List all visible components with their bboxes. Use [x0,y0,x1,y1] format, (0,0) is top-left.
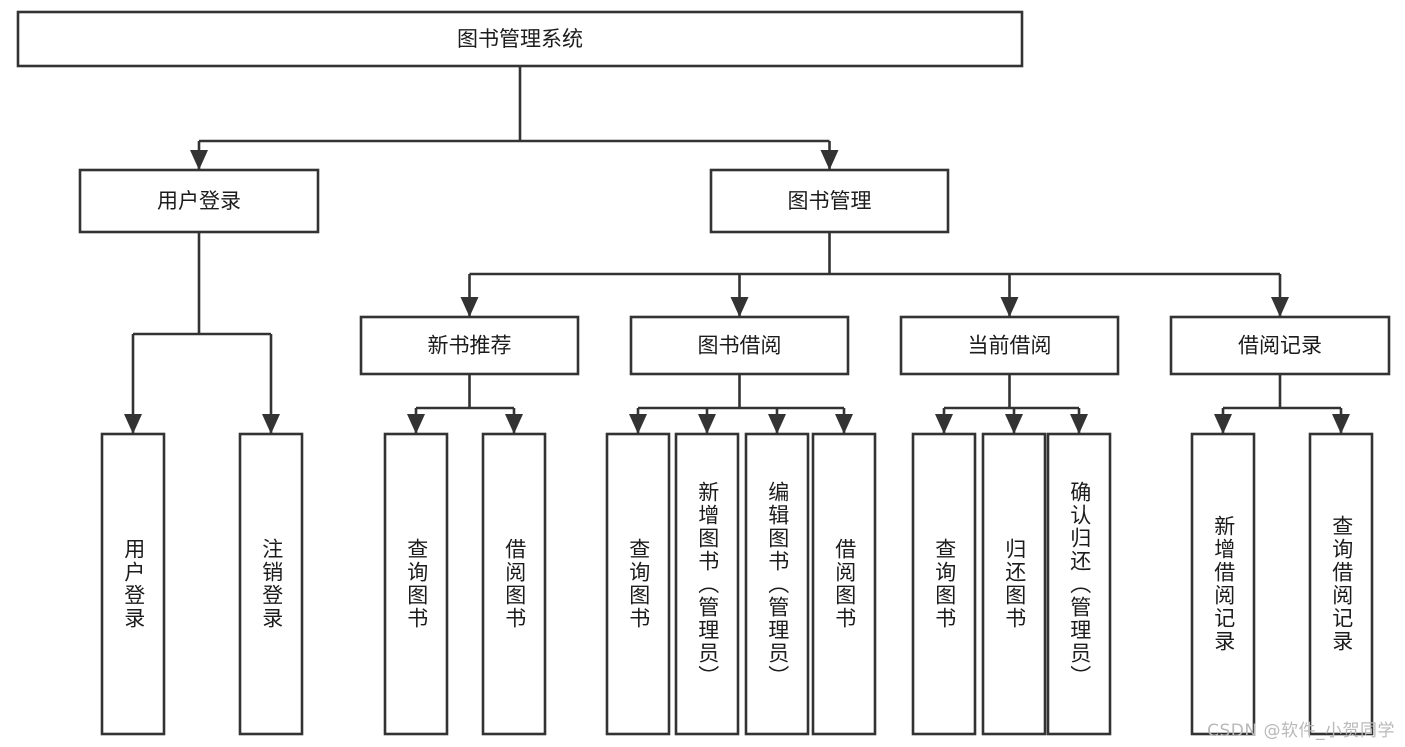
arrow-head-icon [190,150,208,170]
node-label-root: 图书管理系统 [457,27,583,51]
node-box-level2-1 [709,168,950,234]
node-box-leaf-6 [744,432,810,736]
arrow-head-icon [698,414,716,434]
node-label-level3-3: 借阅记录 [1238,334,1322,358]
arrow-head-icon [768,414,786,434]
node-box-layer [16,10,1391,736]
arrow-head-icon [1000,297,1019,317]
node-box-leaf-2 [383,432,449,736]
arrow-head-icon [730,297,749,317]
node-label-level3-1: 图书借阅 [698,334,782,358]
node-box-leaf-5 [674,432,740,736]
arrow-head-icon [1005,414,1023,434]
arrow-head-icon [629,414,647,434]
arrow-head-icon [407,414,425,434]
node-box-leaf-7 [811,432,877,736]
arrow-head-icon [835,414,853,434]
arrow-head-icon [935,414,953,434]
node-box-leaf-11 [1190,432,1256,736]
arrow-head-icon [1271,297,1289,317]
node-box-level3-1 [629,315,850,376]
node-box-level3-2 [899,315,1120,376]
node-box-leaf-10 [1046,432,1112,736]
node-box-leaf-3 [481,432,547,736]
node-label-level2-0: 用户登录 [157,189,241,213]
node-box-leaf-4 [605,432,671,736]
arrow-head-icon [820,150,839,170]
node-box-leaf-0 [100,432,166,736]
connector-layer [124,66,1350,434]
node-box-leaf-1 [238,432,304,736]
node-box-level2-0 [78,168,320,234]
node-box-leaf-12 [1308,432,1374,736]
node-box-leaf-9 [981,432,1047,736]
node-label-level2-1: 图书管理 [788,189,872,213]
node-label-level3-0: 新书推荐 [428,334,512,358]
arrow-head-icon [124,414,142,434]
arrow-head-icon [1332,414,1350,434]
arrow-head-icon [505,414,523,434]
arrow-head-icon [1214,414,1232,434]
csdn-watermark: CSDN @软件_小贺同学 [1207,721,1395,741]
node-box-leaf-8 [911,432,977,736]
arrow-head-icon [460,297,479,317]
node-box-level3-0 [359,315,580,376]
node-box-level3-3 [1169,315,1391,376]
arrow-head-icon [262,414,280,434]
arrow-head-icon [1070,414,1088,434]
node-label-level3-2: 当前借阅 [968,334,1052,358]
node-box-root [16,10,1024,68]
